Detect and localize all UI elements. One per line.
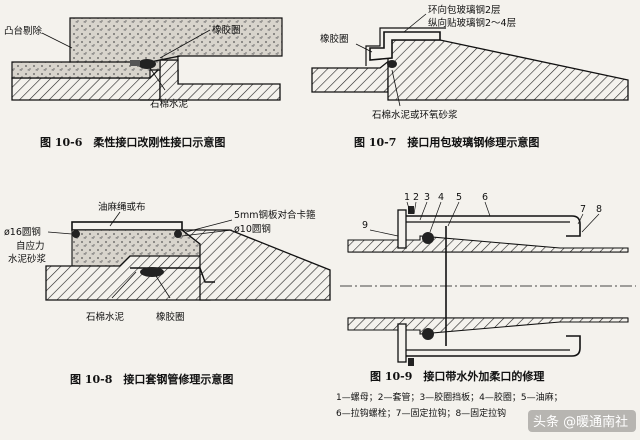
f8-steel-sleeve (71, 221, 183, 231)
f9-num-7: 7 (580, 204, 586, 215)
f7-label-hoop-wrap: 环向包玻璃钢2层 (428, 4, 501, 16)
f9-tie-rod-top (404, 215, 581, 237)
f7-socket (387, 39, 629, 101)
watermark: 头条 @暖通南社 (528, 410, 636, 432)
f7-label-longitudinal: 纵向贴玻璃钢2～4层 (428, 17, 516, 29)
f9-rubber-ring-bottom (422, 328, 434, 340)
f8-socket (180, 229, 331, 301)
f8-label-hemp-rope: 油麻绳或布 (98, 201, 146, 213)
f8-round-steel-right (174, 230, 182, 238)
f9-num-1: 1 (404, 192, 410, 203)
f6-label-rubber-ring: 橡胶圈 (212, 24, 241, 36)
f9-num-5: 5 (456, 192, 462, 203)
f8-label-asbestos-cement: 石棉水泥 (86, 311, 125, 323)
f9-rubber-ring-top (422, 232, 434, 244)
f9-num-4: 4 (438, 192, 444, 203)
f8-label-mortar: 水泥砂浆 (8, 253, 47, 265)
f8-label-self-stress: 自应力 (16, 240, 45, 252)
f7-fiberglass-wrap (369, 31, 441, 61)
f9-tie-rod-bottom (404, 335, 581, 357)
f9-num-2: 2 (413, 192, 419, 203)
f9-flange-bottom (397, 323, 407, 363)
figure-10-9: 1 2 3 4 5 6 7 8 9 图 10-9 接口带水外加柔口的修理 1—螺… (336, 192, 636, 419)
f8-label-rubber-ring: 橡胶圈 (156, 311, 185, 323)
f8-pipe-wall (45, 248, 211, 301)
f7-caption: 图 10-7 接口用包玻璃钢修理示意图 (354, 135, 539, 149)
f6-caption: 图 10-6 柔性接口改刚性接口示意图 (40, 135, 225, 149)
f9-pipe-wall-bottom (347, 317, 629, 335)
watermark-text: 头条 @暖通南社 (533, 414, 628, 430)
f8-round-steel-left (72, 230, 80, 238)
f9-legend-line1: 1—螺母；2—套管；3—胶圈挡板；4—胶圈；5—油麻； (336, 391, 563, 403)
figure-10-6: 凸台剔除 橡胶圈 石棉水泥 图 10-6 柔性接口改刚性接口示意图 (4, 17, 283, 149)
f6-label-boss-removal: 凸台剔除 (4, 25, 43, 37)
f9-legend-line2: 6—拉钩螺栓；7—固定拉钩；8—固定拉钩 (336, 407, 506, 419)
f7-label-rubber-ring: 橡胶圈 (320, 33, 349, 45)
f8-rubber-ring (140, 267, 164, 277)
f9-num-6: 6 (482, 192, 488, 203)
f9-num-3: 3 (424, 192, 430, 203)
f9-caption: 图 10-9 接口带水外加柔口的修理 (370, 369, 544, 383)
f6-socket (140, 59, 281, 101)
f9-num-9: 9 (362, 220, 368, 231)
f8-label-steel-plate: 5mm钢板对合卡箍 (234, 209, 316, 221)
f8-caption: 图 10-8 接口套钢管修理示意图 (70, 372, 233, 386)
f6-asbestos (130, 60, 140, 66)
f8-label-round-steel-16: ø16圆钢 (4, 226, 41, 238)
f9-flange-top (397, 209, 407, 249)
f7-label-asbestos-epoxy: 石棉水泥或环氧砂浆 (372, 109, 458, 121)
figure-10-7: 环向包玻璃钢2层 纵向贴玻璃钢2～4层 橡胶圈 石棉水泥或环氧砂浆 图 10-7… (311, 4, 629, 149)
f8-label-round-steel-10: ø10圆钢 (234, 223, 271, 235)
f6-rubber-ring (138, 59, 156, 69)
f9-num-8: 8 (596, 204, 602, 215)
f9-pipe-wall-top (347, 235, 629, 253)
figure-10-8: 油麻绳或布 5mm钢板对合卡箍 ø10圆钢 ø16圆钢 自应力 水泥砂浆 石棉水… (4, 201, 331, 386)
f6-label-asbestos-cement: 石棉水泥 (150, 98, 189, 110)
f7-rubber-ring (387, 60, 397, 68)
